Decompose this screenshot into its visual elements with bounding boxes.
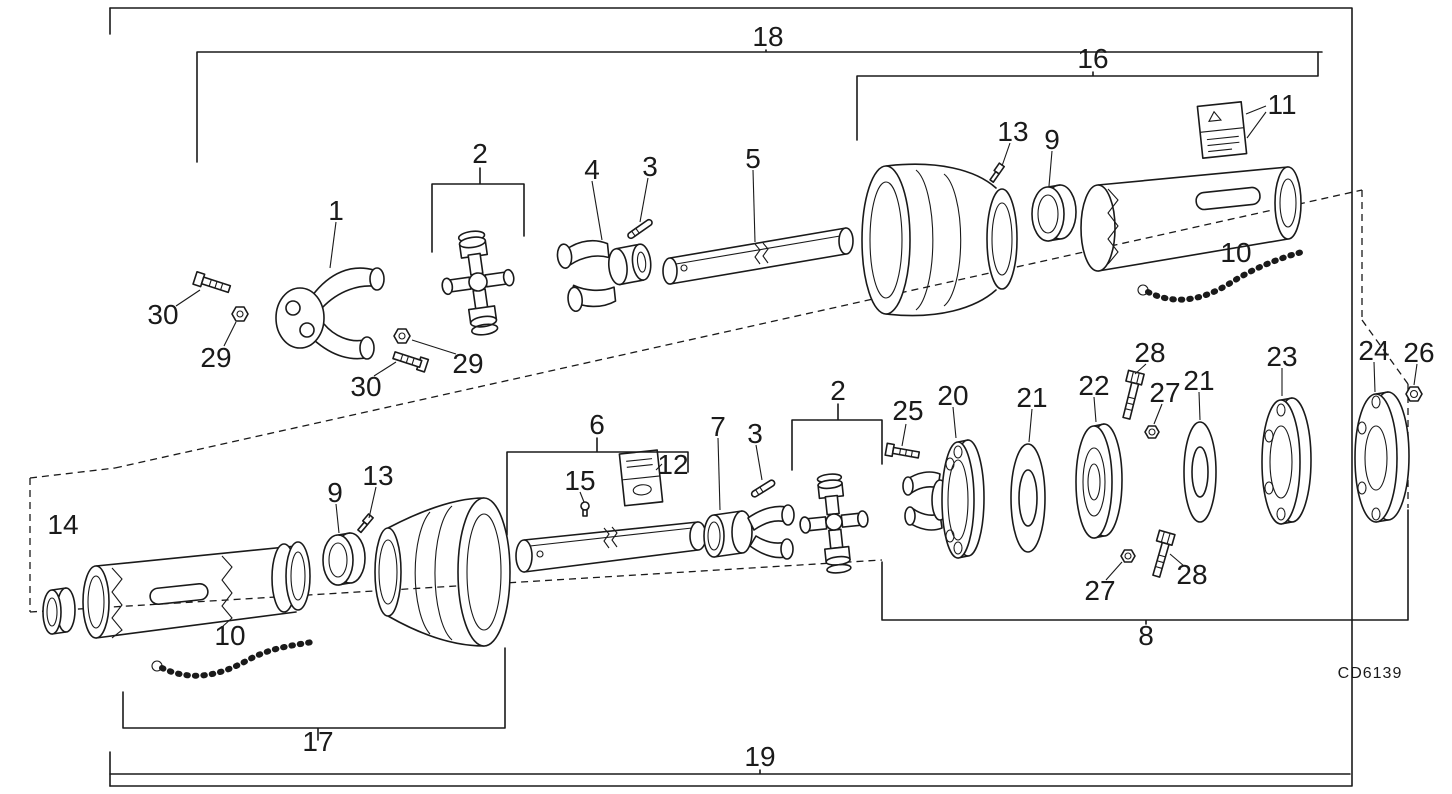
part-shaft-tube-6 — [515, 521, 707, 573]
part-flange-yoke-20 — [902, 439, 985, 559]
callout-17: 17 — [302, 726, 333, 757]
callout-16: 16 — [1077, 43, 1108, 74]
callout-30-left: 30 — [147, 299, 178, 330]
callout-9-upper: 9 — [1044, 124, 1060, 155]
callout-12: 12 — [657, 449, 688, 480]
part-bolt-28-upper — [1122, 369, 1145, 420]
callout-13-lower: 13 — [362, 460, 393, 491]
callout-27-top: 27 — [1149, 377, 1180, 408]
callout-13-upper: 13 — [997, 116, 1028, 147]
callout-22: 22 — [1078, 370, 1109, 401]
part-nut-26 — [1405, 386, 1423, 402]
part-yoke-4 — [556, 239, 652, 313]
part-bolt-25 — [884, 442, 921, 459]
part-clutch-plate-23 — [1261, 397, 1312, 525]
callout-20: 20 — [937, 380, 968, 411]
callout-9-lower: 9 — [327, 477, 343, 508]
callout-27-bottom: 27 — [1084, 575, 1115, 606]
callout-4: 4 — [584, 154, 600, 185]
callout-24: 24 — [1358, 335, 1389, 366]
callout-3-lower: 3 — [747, 418, 763, 449]
part-cross-kit-2-lower — [799, 473, 869, 574]
part-guard-tube-upper — [1080, 166, 1302, 272]
part-guard-cone-lower — [374, 497, 511, 647]
callout-14: 14 — [47, 509, 78, 540]
callout-23: 23 — [1266, 341, 1297, 372]
part-sticker-12 — [618, 449, 664, 507]
callout-3-upper: 3 — [642, 151, 658, 182]
part-nut-27-upper — [1144, 425, 1160, 439]
part-bearing-ring-9-upper — [1031, 184, 1077, 242]
part-nut-29-right — [393, 328, 411, 344]
part-bolt-28-lower — [1152, 529, 1176, 578]
part-cross-kit-2-upper — [441, 230, 515, 336]
part-bolt-30-right — [392, 351, 430, 373]
callout-10-lower: 10 — [214, 620, 245, 651]
part-pressure-plate-22 — [1075, 423, 1123, 539]
callout-11: 11 — [1267, 89, 1296, 120]
callout-2-upper: 2 — [472, 138, 488, 169]
callout-2-lower: 2 — [830, 375, 846, 406]
callout-28-top: 28 — [1134, 337, 1165, 368]
callout-7: 7 — [710, 411, 726, 442]
page-frame — [109, 7, 1353, 787]
callout-8: 8 — [1138, 620, 1154, 651]
part-bearing-ring-9-lower — [322, 532, 366, 586]
part-shaft-tube-5 — [662, 227, 854, 285]
callout-29-right: 29 — [452, 348, 483, 379]
part-screw-13-lower — [357, 513, 374, 534]
callout-29-left: 29 — [200, 342, 231, 373]
part-screw-13-upper — [989, 162, 1006, 183]
callout-21-right: 21 — [1183, 365, 1214, 396]
callout-19: 19 — [744, 741, 775, 772]
part-pin-3-lower — [750, 479, 776, 498]
callout-18: 18 — [752, 21, 783, 52]
part-friction-disc-21-left — [1010, 443, 1046, 553]
part-friction-disc-21-right — [1183, 421, 1217, 523]
part-nut-27-lower — [1120, 549, 1136, 563]
part-guard-cone-upper — [861, 163, 1018, 317]
part-guard-cap-14 — [42, 587, 76, 635]
callout-26: 26 — [1403, 337, 1434, 368]
callout-6: 6 — [589, 409, 605, 440]
part-chain-10-lower — [151, 639, 315, 679]
callout-30-right: 30 — [350, 371, 381, 402]
part-guard-tube-lower — [82, 541, 311, 639]
leader-lines — [175, 105, 1418, 581]
part-bolt-30-left — [192, 270, 232, 294]
part-yoke-7 — [703, 504, 795, 560]
part-nut-29-left — [231, 306, 249, 322]
part-flange-24 — [1354, 391, 1410, 523]
callout-5: 5 — [745, 143, 761, 174]
group-brackets — [109, 49, 1409, 775]
figure-code: CD6139 — [1338, 665, 1403, 682]
callout-15: 15 — [564, 465, 595, 496]
callout-1: 1 — [328, 195, 344, 226]
callout-25: 25 — [892, 395, 923, 426]
part-chain-10-upper — [1137, 249, 1305, 303]
callout-21-left: 21 — [1016, 382, 1047, 413]
part-yoke-1 — [275, 267, 385, 360]
callout-10-upper: 10 — [1220, 237, 1251, 268]
part-safety-sticker-11 — [1196, 101, 1248, 159]
part-pin-3-upper — [627, 218, 653, 240]
callout-28-bottom: 28 — [1176, 559, 1207, 590]
part-grease-fitting-15 — [580, 501, 590, 517]
